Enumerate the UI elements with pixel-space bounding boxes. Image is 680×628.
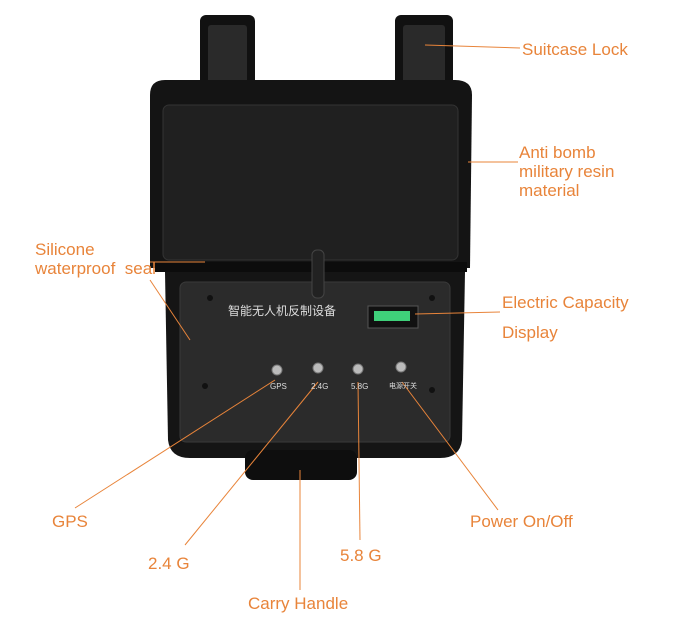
callout-line: Electric Capacity — [502, 293, 629, 312]
carry-handle — [245, 450, 357, 480]
callout-silicone-seal: Silicone waterproof seal — [35, 240, 156, 278]
port-gps — [271, 364, 283, 376]
callout-electric-capacity: Electric Capacity Display — [502, 288, 629, 348]
callout-line: military resin — [519, 162, 615, 181]
panel-title: 智能无人机反制设备 — [228, 304, 337, 318]
callout-suitcase-lock: Suitcase Lock — [522, 40, 628, 59]
callout-anti-bomb: Anti bomb military resin material — [519, 143, 614, 200]
leader-lines — [74, 44, 521, 590]
port-2-4g — [312, 362, 324, 374]
port-label-2-4g: 2.4G — [311, 382, 329, 391]
callout-line: Silicone — [35, 240, 95, 259]
port-label-gps: GPS — [270, 382, 287, 391]
callout-line: material — [519, 181, 580, 200]
power-switch — [395, 361, 407, 373]
silicone-seal — [155, 262, 467, 272]
callout-5-8g: 5.8 G — [340, 546, 382, 565]
callout-2-4g: 2.4 G — [148, 554, 190, 573]
port-5-8g — [352, 363, 364, 375]
lid-inner-panel — [162, 104, 459, 261]
port-label-5-8g: 5.8G — [351, 382, 369, 391]
callout-line: waterproof seal — [35, 259, 156, 278]
callout-carry-handle: Carry Handle — [248, 594, 349, 613]
antenna — [311, 249, 325, 299]
callout-line: Display — [502, 323, 558, 342]
callout-power: Power On/Off — [470, 512, 573, 531]
port-label-power: 电源开关 — [389, 383, 417, 390]
callout-line: Anti bomb — [519, 143, 596, 162]
callout-gps: GPS — [52, 512, 88, 531]
